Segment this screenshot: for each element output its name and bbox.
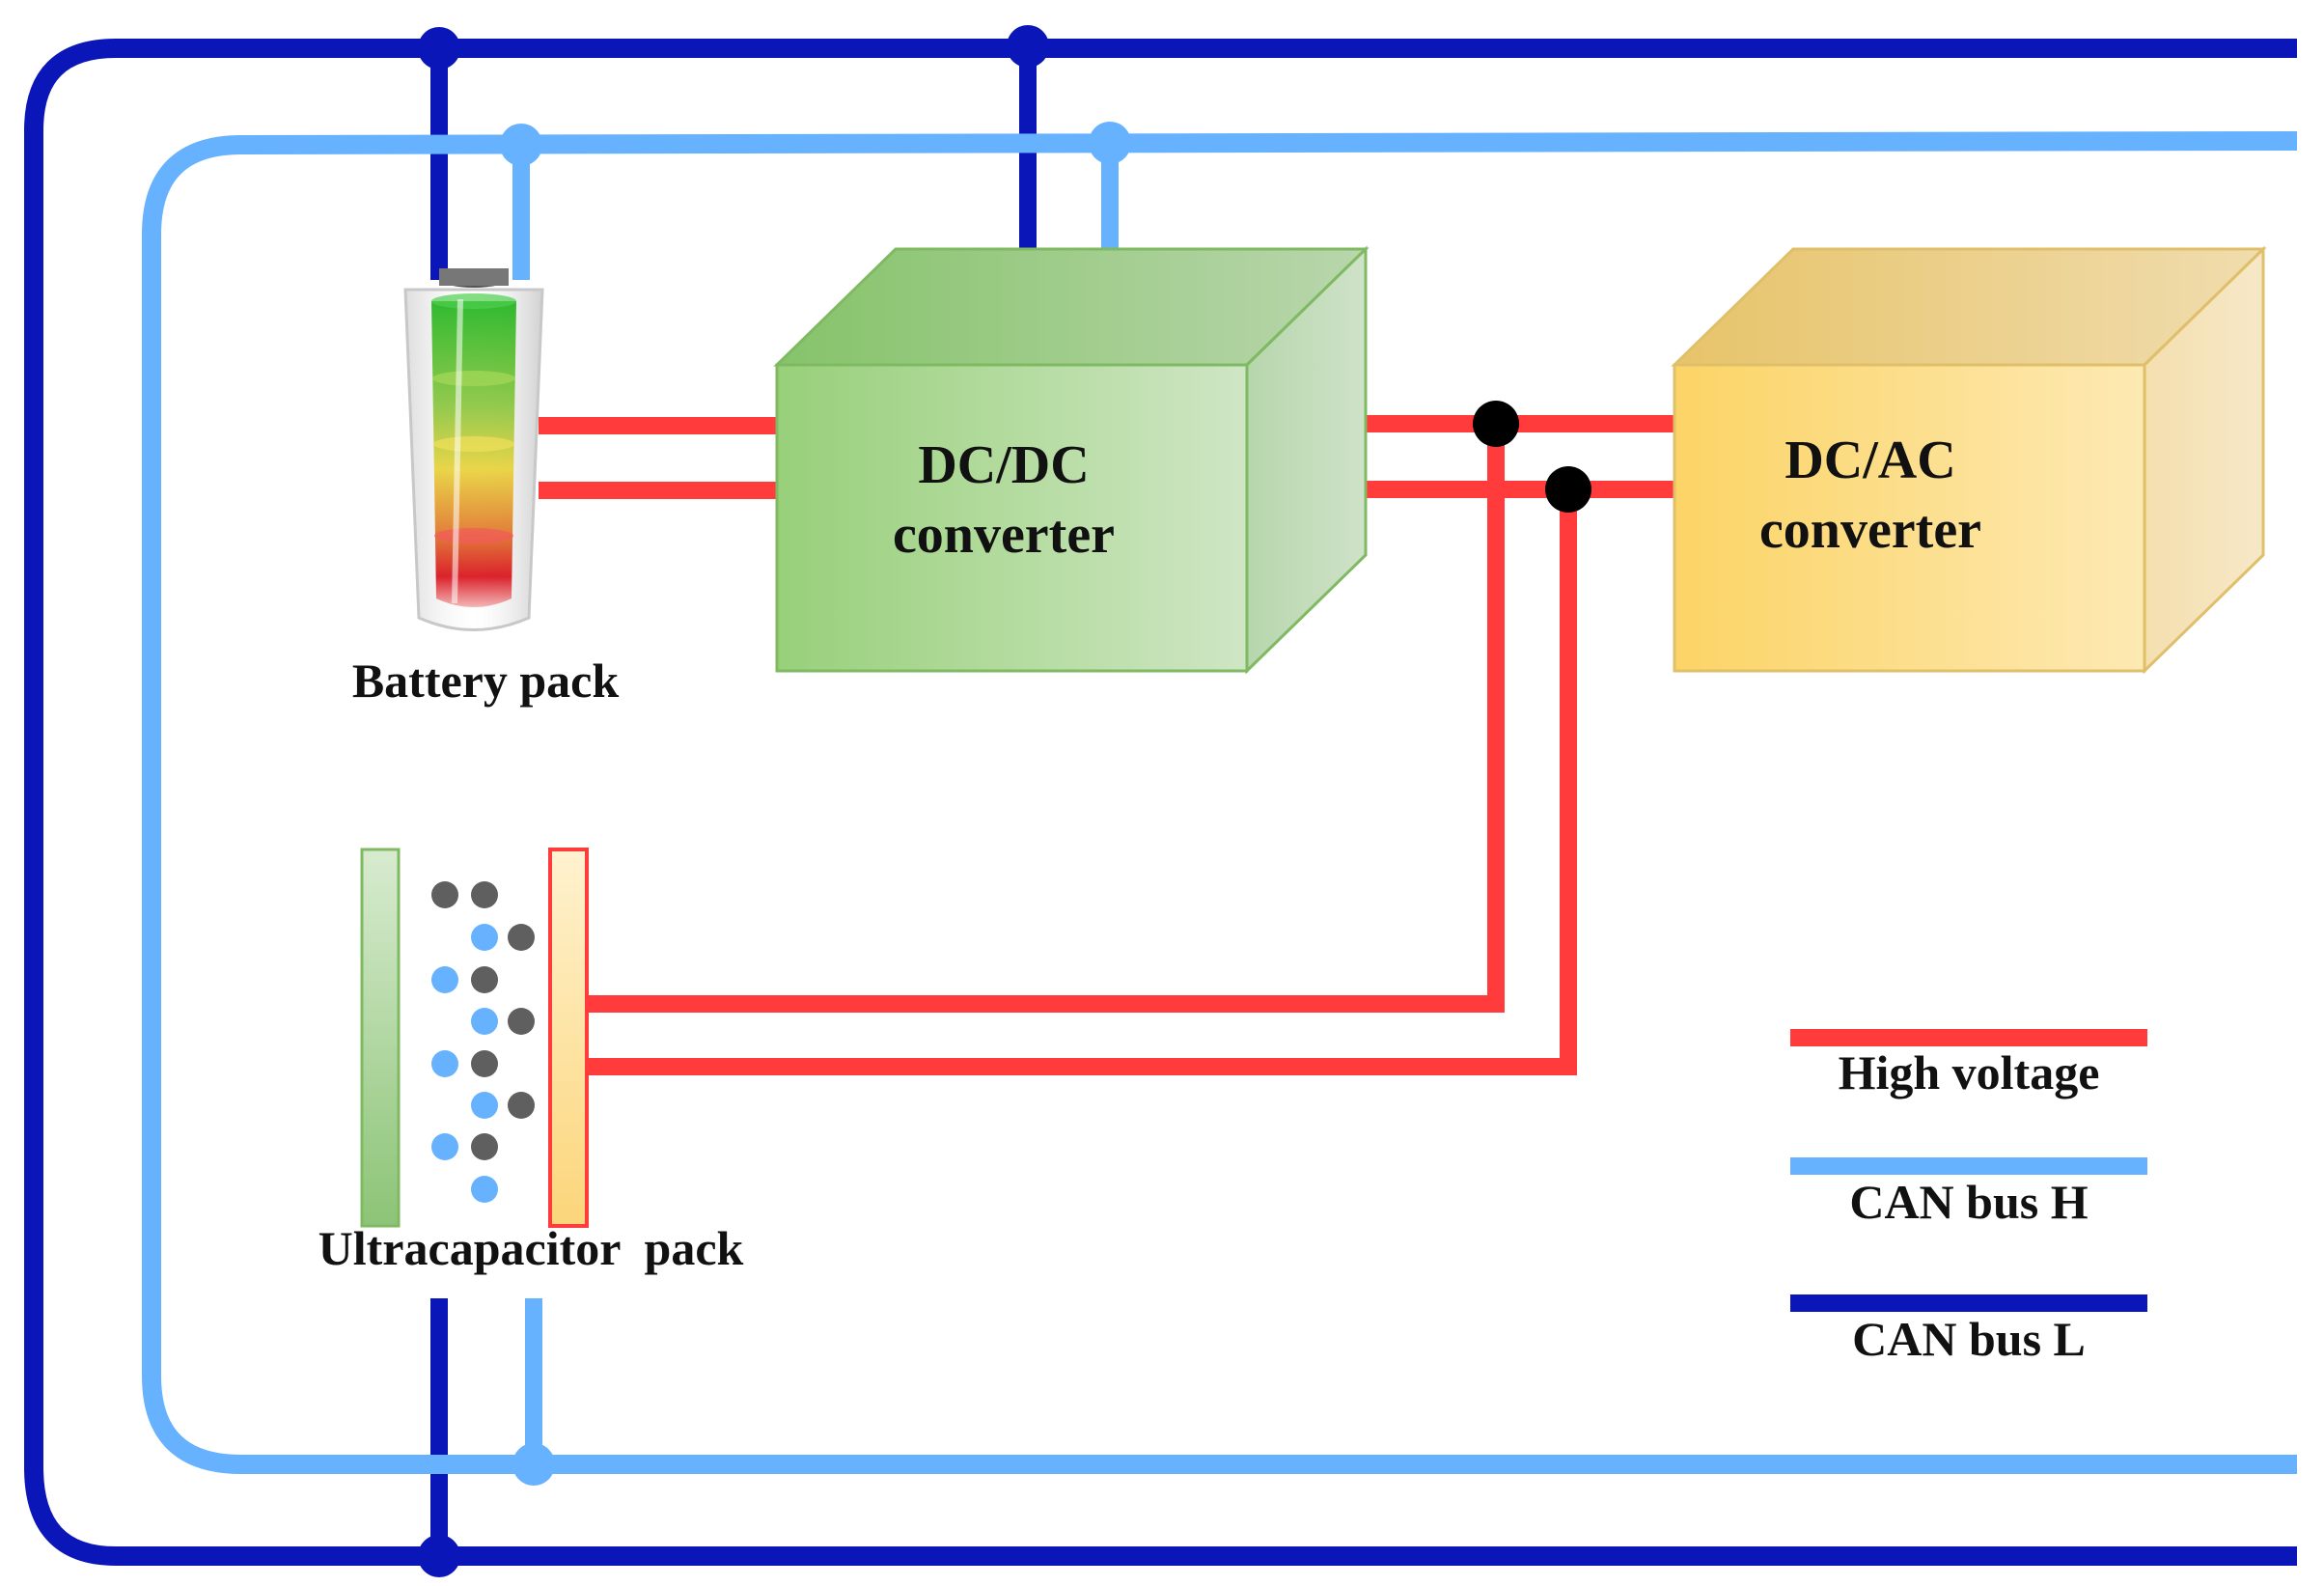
can-h-node: [512, 1443, 555, 1486]
can-l-loop-wire: [24, 39, 2297, 1566]
dcdc-converter-box: [773, 245, 1370, 675]
ultracap-ions: [431, 881, 535, 1203]
dcac-converter-box: [1671, 245, 2267, 675]
dcac-label-line2: converter: [1759, 500, 1981, 560]
ion-dark: [508, 1092, 535, 1119]
ion-dark: [471, 881, 498, 908]
ion-light: [471, 1092, 498, 1119]
battery-level-ring: [432, 371, 515, 386]
dcdc-label-line2: converter: [893, 505, 1115, 565]
battery-highlight: [452, 298, 463, 604]
ion-dark: [471, 1050, 498, 1077]
can-l-node: [418, 27, 460, 70]
ion-light: [431, 1050, 458, 1077]
battery-level-ring: [433, 436, 514, 452]
dcdc-label-line1: DC/DC: [918, 435, 1089, 495]
dcac-label-line1: DC/AC: [1784, 431, 1955, 490]
battery-pack-label: Battery pack: [352, 654, 620, 708]
ultracapacitor-pack: [360, 848, 589, 1228]
can-h-node: [1089, 122, 1131, 164]
ultracap-positive-plate: [548, 848, 589, 1228]
ultracap-negative-plate: [360, 848, 401, 1228]
can-bus-h: [142, 122, 2298, 1486]
ion-light: [471, 1008, 498, 1035]
can-l-node: [418, 1535, 460, 1577]
ion-dark: [508, 1008, 535, 1035]
battery-cell-gradient: [431, 301, 516, 607]
ion-dark: [431, 881, 458, 908]
ion-dark: [508, 924, 535, 951]
ion-light: [471, 924, 498, 951]
battery-level-ring: [431, 293, 516, 309]
can-h-node: [500, 124, 542, 166]
battery-level-ring: [434, 528, 513, 543]
hv-junction-node: [1473, 401, 1519, 447]
high-voltage-wiring: [539, 415, 1674, 1075]
dcac-front-face: [1673, 363, 2146, 673]
hv-junction-node: [1545, 466, 1591, 513]
hv-ultracap-bottom: [589, 489, 1577, 1075]
legend: High voltage CAN bus H CAN bus L: [1790, 1029, 2147, 1366]
legend-label-can-l: CAN bus L: [1852, 1312, 2086, 1366]
dcdc-front-face: [775, 363, 1249, 673]
ultracap-pack-label: Ultracapacitor pack: [318, 1221, 744, 1275]
ion-light: [431, 1133, 458, 1160]
legend-label-can-h: CAN bus H: [1849, 1175, 2088, 1229]
ion-light: [471, 1176, 498, 1203]
legend-label-high-voltage: High voltage: [1839, 1045, 2100, 1099]
ion-dark: [471, 966, 498, 993]
can-l-node: [1007, 25, 1049, 68]
battery-pack: [403, 268, 544, 631]
ion-dark: [471, 1133, 498, 1160]
can-h-loop-wire: [142, 131, 2298, 1474]
battery-cap: [439, 268, 509, 286]
ion-light: [431, 966, 458, 993]
hv-ultracap-top: [589, 424, 1505, 1013]
